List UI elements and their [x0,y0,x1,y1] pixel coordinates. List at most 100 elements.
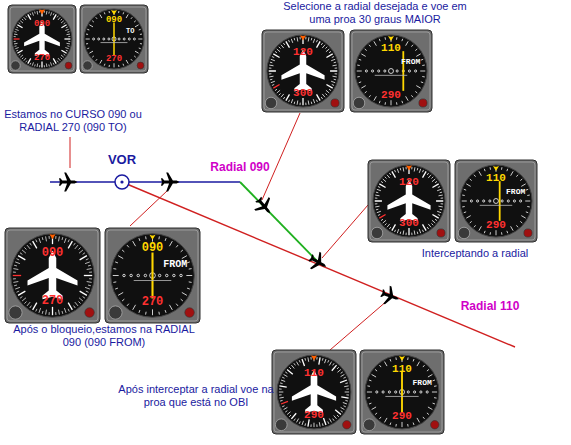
cdi-tick [118,65,119,67]
cdi-tick [379,417,381,419]
course-index [150,235,156,240]
compass-tick [375,193,379,197]
compass-tick [61,19,62,20]
compass-tick [376,209,378,211]
cdi-tick [434,397,437,398]
deviation-dot [158,274,160,276]
deviation-dot [123,38,125,40]
compass-tick [61,50,66,53]
cdi-tick [139,48,141,50]
compass-tick [89,272,92,273]
compass-tick [296,37,299,41]
cdi-tick [490,232,491,234]
compass-tick [345,383,347,384]
compass-tick [13,272,16,273]
compass-tick [322,94,325,98]
cdi-tick [389,423,391,425]
compass-tick [20,253,22,255]
compass-tick [53,58,56,63]
compass-tick [32,62,33,65]
compass-tick [279,46,281,48]
compass-tick [337,369,341,372]
compass-tick [58,236,60,241]
cdi-tick [385,102,386,104]
compass-tick [45,310,47,315]
instrument-bezel [350,30,432,112]
instrument-bezel [272,350,356,434]
compass-tick [20,55,23,57]
cdi-tick [100,14,102,18]
lubber-line [39,10,45,15]
cdi-tick [407,424,408,427]
compass-tick [377,211,381,214]
course-readout: 110 [360,363,444,376]
compass-tick [333,418,334,421]
compass-tick [275,89,277,90]
compass-tick [321,43,324,45]
compass-tick [66,50,68,52]
compass-tick [34,12,36,14]
deviation-dot [415,70,417,72]
compass-tick [329,51,331,52]
compass-tick [22,19,23,20]
cdi-tick [139,310,140,313]
cdi-tick [357,71,362,72]
compass-tick [272,84,274,85]
deviation-dot [108,38,110,40]
aircraft-icon [161,173,180,192]
compass-tick [49,236,50,239]
cdi-tick [464,211,466,213]
compass-tick [416,168,418,170]
compass-tick [331,59,335,62]
intercept-line [240,182,318,262]
course-readout: 270 [80,54,148,64]
course-index [111,10,117,15]
compass-tick [340,372,343,373]
compass-tick [401,230,405,234]
compass-tick [326,54,332,58]
course-readout: 290 [360,410,444,423]
compass-tick [385,176,387,178]
compass-tick [379,215,385,219]
compass-tick [65,47,68,48]
compass-tick [14,34,18,36]
compass-tick [377,188,381,192]
compass-tick [436,198,443,204]
compass-tick [437,189,441,192]
compass-tick [68,240,69,243]
cdi-tick [145,236,147,239]
compass-card [269,347,359,437]
compass-tick [74,243,76,245]
leader-line [330,300,388,350]
cdi-tick [401,39,403,41]
compass-tick [334,78,336,80]
compass-card [362,154,456,248]
compass-tick [269,63,273,67]
compass-tick [310,38,312,40]
cdi-tick [367,392,372,393]
cdi-tick [113,268,116,270]
deviation-dot [371,70,373,72]
compass-tick [273,85,279,89]
compass-tick [427,227,428,229]
compass-tick [275,51,277,54]
compass-tick [296,361,298,365]
instrument-bezel [80,5,148,73]
cdi-tick [474,175,476,177]
deviation-dot [395,391,397,393]
cdi-tick [115,288,118,289]
cdi-tick [186,275,192,276]
cdi-tick [372,407,376,410]
compass-tick [15,45,17,47]
cdi-tick [152,309,153,315]
cdi-tick [123,12,125,14]
compass-tick [422,170,425,172]
compass-tick [84,275,92,276]
compass-tick [65,29,68,30]
cdi-tick [92,21,94,22]
compass-tick [85,262,90,264]
cdi-tick [134,56,136,57]
cdi-tick [417,362,420,366]
cdi-tick [118,11,119,13]
cdi-tick [433,379,435,381]
